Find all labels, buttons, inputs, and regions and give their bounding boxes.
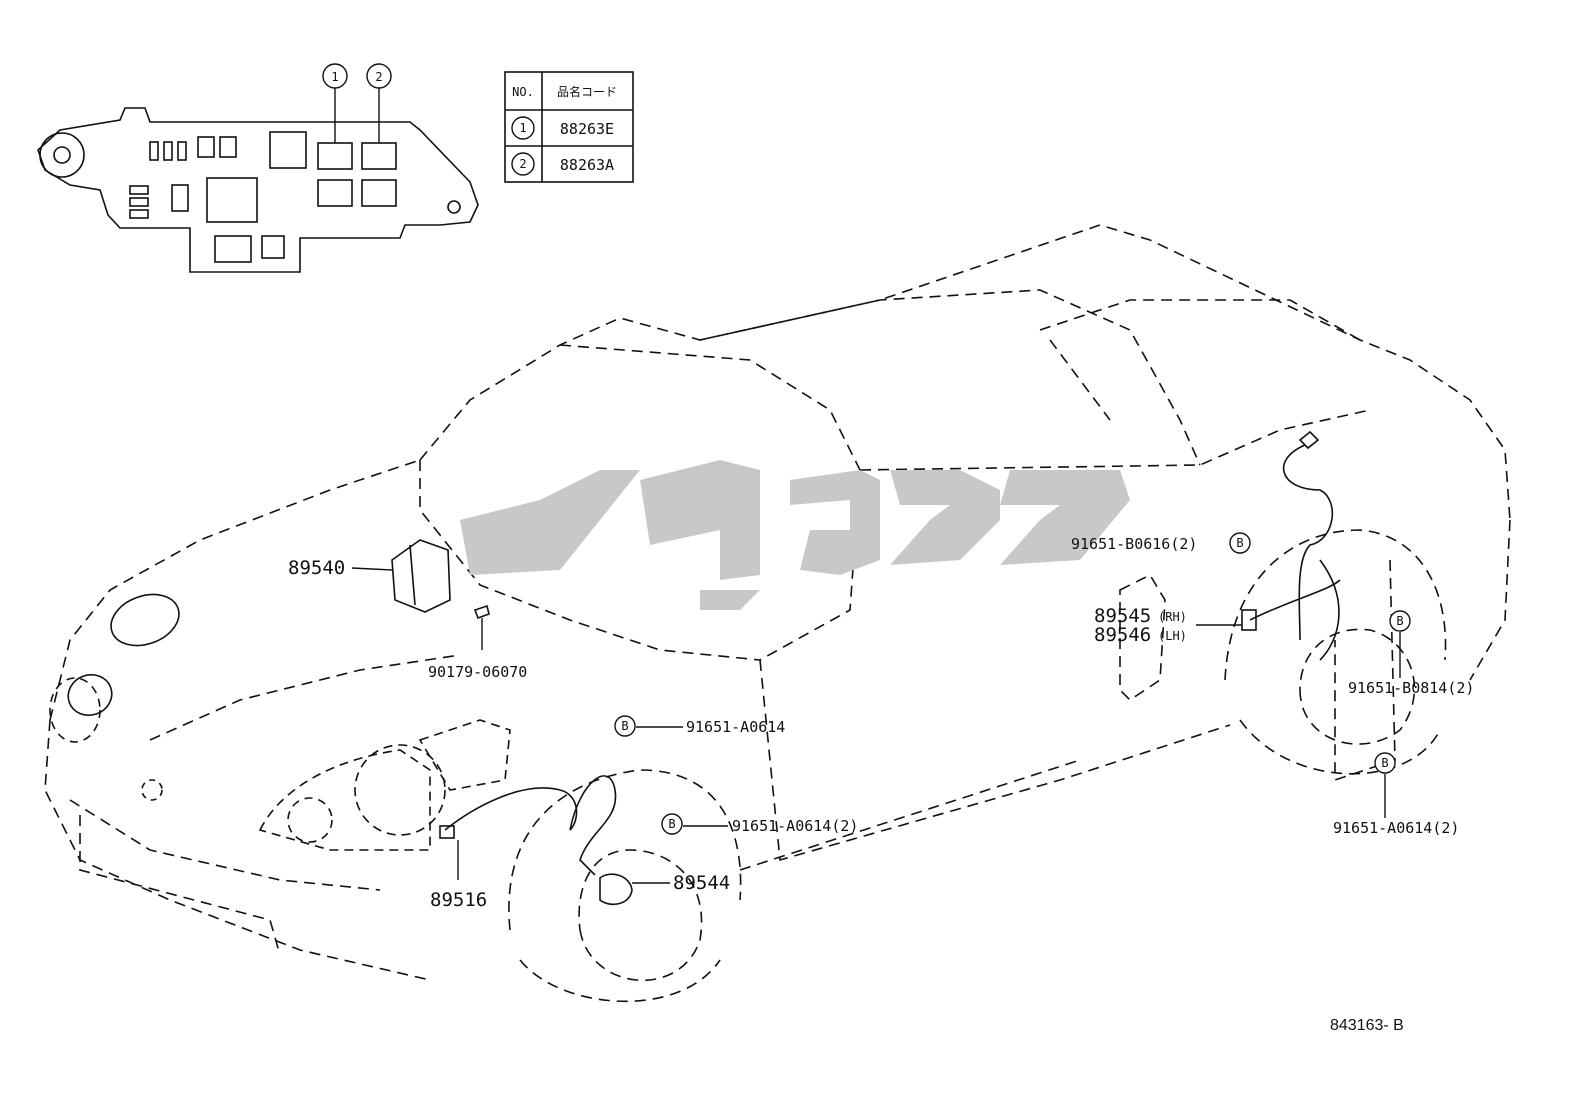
table-row-2-code: 88263A [560,156,614,174]
callout-1-text: 1 [331,70,338,84]
table-row-1-code: 88263E [560,120,614,138]
label-89540: 89540 [288,557,345,579]
label-91651-b0814-2: 91651-B0814(2) [1348,679,1474,697]
part-91651-a0614: B 91651-A0614 [614,715,785,737]
badge-b-3: B [1236,536,1243,550]
badge-b-1: B [621,719,628,733]
part-90179-06070: 90179-06070 [428,604,527,681]
code-table: NO. 品名コード 1 88263E 2 88263A [504,71,634,183]
table-header-code: 品名コード [557,84,617,99]
badge-b-4: B [1396,614,1403,628]
label-89546-side: (LH) [1158,629,1187,643]
label-91651-a0614-2-front: 91651-A0614(2) [732,817,858,835]
label-89516: 89516 [430,889,487,911]
callout-circle-2 [366,63,392,89]
badge-b-5: B [1381,756,1388,770]
callout-circle-1 [322,63,348,89]
table-row-2-no: 2 [519,157,526,171]
front-sensor-wiring: B 91651-A0614(2) 89544 89516 [430,775,858,911]
callout-2-text: 2 [375,70,382,84]
relay-box: 1 2 [37,63,479,273]
label-89544: 89544 [673,872,730,894]
table-row-1-no: 1 [519,121,526,135]
drawing-number: 843163- B [1330,1017,1404,1034]
car-outline [44,224,1511,1003]
label-89545-side: (RH) [1158,610,1187,624]
watermark [460,460,1130,610]
label-91651-a0614-2-rear: 91651-A0614(2) [1333,819,1459,837]
label-91651-b0616-2: 91651-B0616(2) [1071,535,1197,553]
label-89545: 89545 [1094,605,1151,627]
label-89546: 89546 [1094,624,1151,646]
part-89540: 89540 [288,539,451,613]
label-90179-06070: 90179-06070 [428,663,527,681]
table-header-no: NO. [512,85,534,99]
badge-b-2: B [668,817,675,831]
rear-sensor-wiring: B 91651-B0616(2) 89545 (RH) 89546 (LH) B… [1071,430,1474,837]
label-91651-a0614: 91651-A0614 [686,718,785,736]
